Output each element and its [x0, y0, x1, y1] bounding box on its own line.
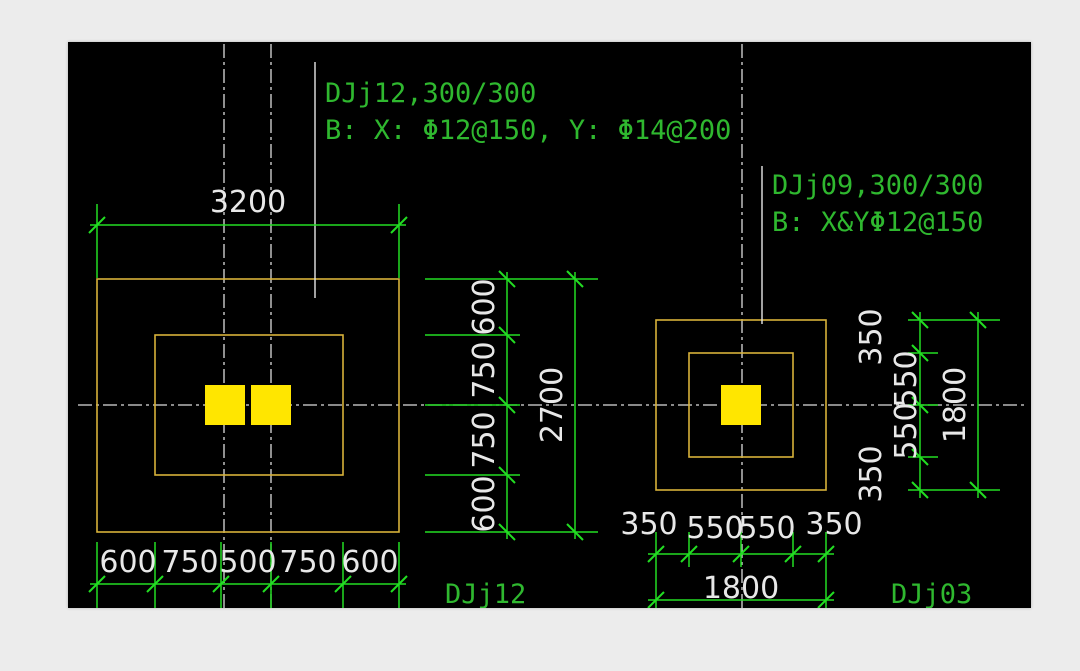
footing-left-rebar: B: X: Φ12@150, Y: Φ14@200 [325, 115, 731, 146]
dim-left-bottom-1: 600 [99, 545, 156, 580]
dim-left-bottom-2: 750 [161, 545, 218, 580]
footing-left-inner [154, 334, 344, 476]
dim-right-overall-width: 1800 [703, 571, 779, 606]
dim-right-side [908, 311, 1000, 499]
dim-right-bottom-3: 550 [738, 511, 795, 546]
cad-drawing-canvas[interactable]: DJj12,300/300 B: X: Φ12@150, Y: Φ14@200 … [68, 42, 1031, 608]
dim-right-side-1: 350 [854, 308, 889, 365]
dim-left-bottom-4: 750 [279, 545, 336, 580]
dim-right-side-3: 550 [889, 402, 924, 459]
footing-right-name: DJj03 [891, 579, 972, 608]
dim-left-overall-width: 3200 [210, 185, 286, 220]
footing-right-outer [655, 319, 827, 491]
dim-right-overall-height: 1800 [938, 367, 973, 443]
footing-right-inner [688, 352, 794, 458]
column-left-1 [205, 385, 245, 425]
column-right [721, 385, 761, 425]
dim-right-bottom [647, 532, 835, 608]
dim-left-side-2: 750 [467, 341, 502, 398]
dim-right-bottom-4: 350 [805, 507, 862, 542]
footing-left-name: DJj12 [445, 579, 526, 608]
dim-left-side-4: 600 [467, 475, 502, 532]
foundation-plan-svg: DJj12,300/300 B: X: Φ12@150, Y: Φ14@200 … [78, 44, 1028, 608]
footing-right-tag: DJj09,300/300 [772, 170, 983, 201]
dim-left-side-1: 600 [467, 278, 502, 335]
dim-left-bottom-3: 500 [219, 545, 276, 580]
dim-left-side [425, 270, 598, 541]
dim-left-bottom [88, 542, 408, 608]
footing-left-outer [96, 278, 400, 533]
dim-left-side-3: 750 [467, 411, 502, 468]
dim-right-bottom-2: 550 [686, 511, 743, 546]
column-left-2 [251, 385, 291, 425]
dim-right-bottom-1: 350 [620, 507, 677, 542]
dim-left-bottom-5: 600 [341, 545, 398, 580]
dim-right-side-4: 350 [854, 445, 889, 502]
footing-right-rebar: B: X&YΦ12@150 [772, 207, 983, 238]
dim-right-side-2: 550 [889, 350, 924, 407]
dim-left-overall-height: 2700 [535, 367, 570, 443]
footing-left-tag: DJj12,300/300 [325, 78, 536, 109]
